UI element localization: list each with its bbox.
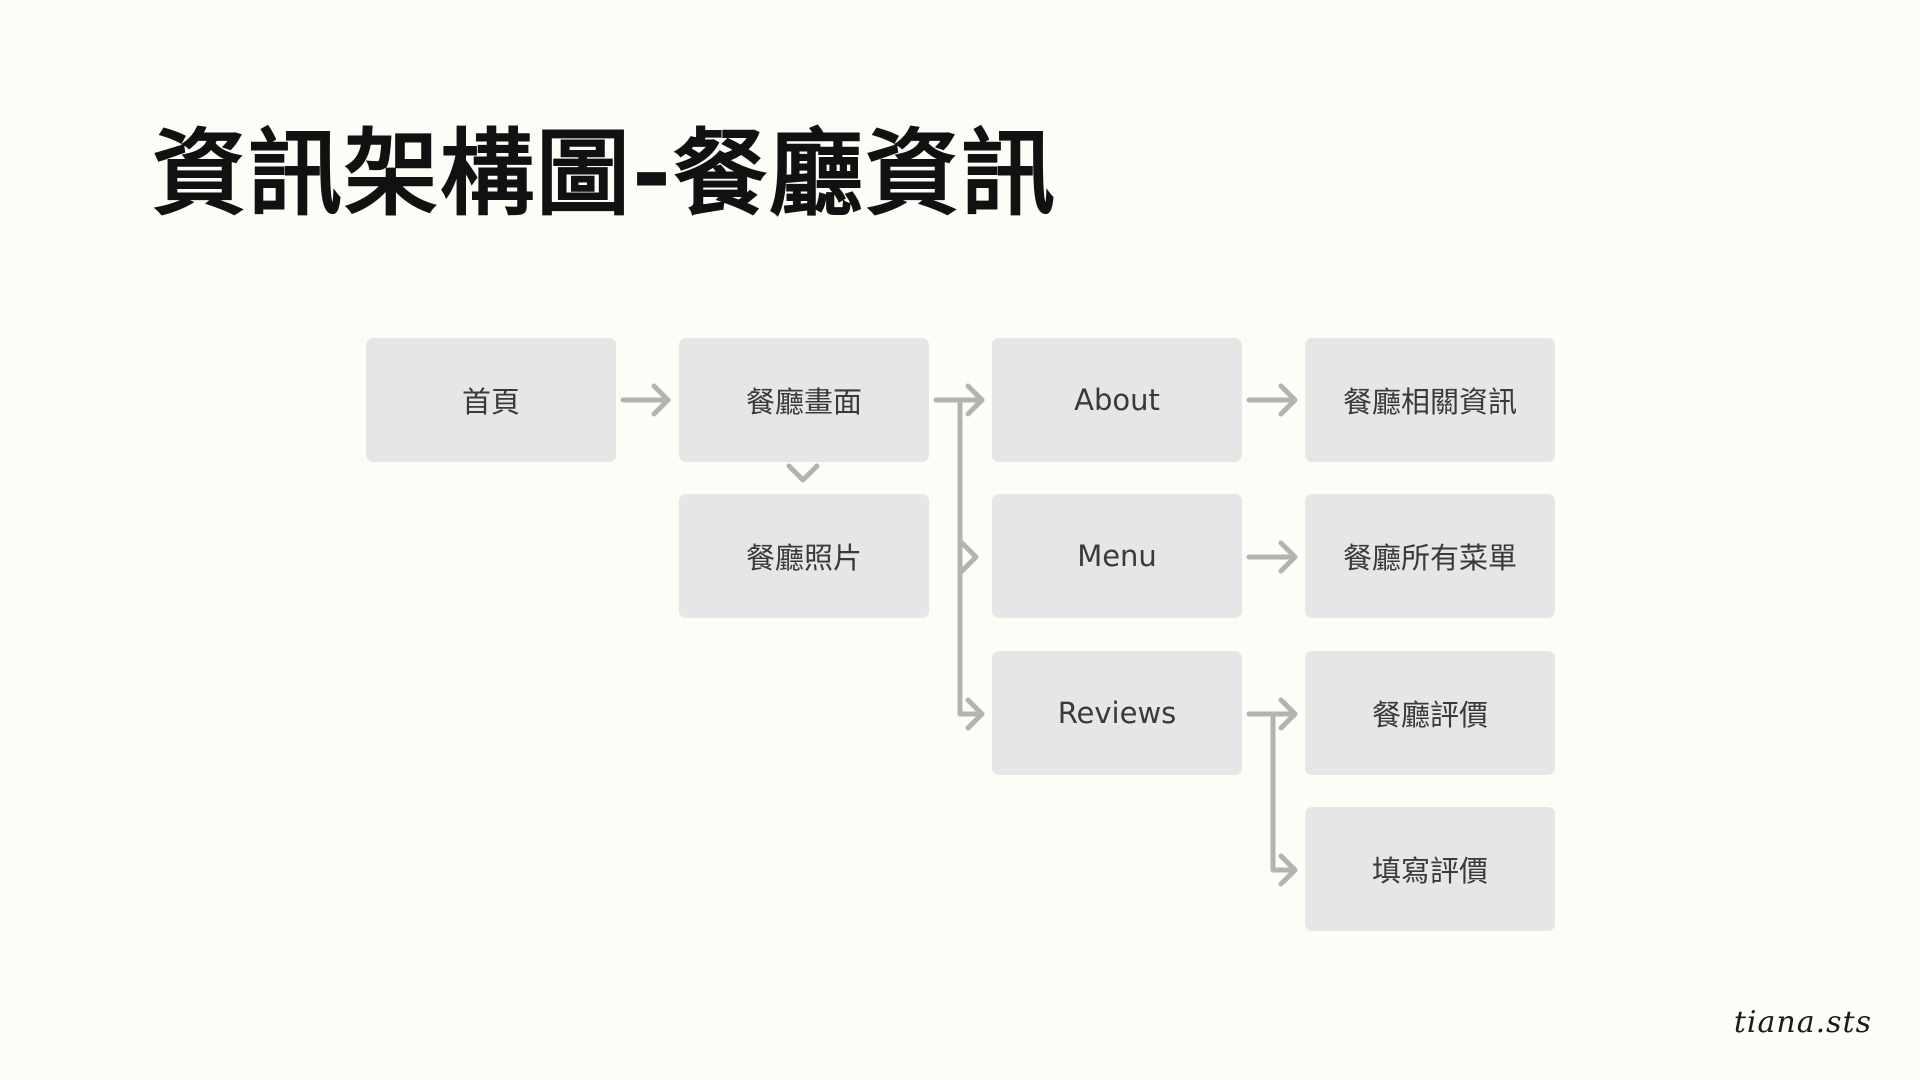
node-restaurant-reviews: 餐廳評價 <box>1305 651 1555 775</box>
node-home: 首頁 <box>366 338 616 462</box>
arrowhead-write-review <box>1278 853 1298 887</box>
author-signature: tiana.sts <box>1733 1005 1872 1040</box>
node-write-review: 填寫評價 <box>1305 807 1555 931</box>
arrowhead-about <box>965 383 985 417</box>
arrow-menu-to-all-menus <box>1246 540 1298 574</box>
node-restaurant-photos: 餐廳照片 <box>679 494 929 618</box>
arrowhead-restaurant-reviews <box>1278 697 1298 731</box>
node-restaurant-page: 餐廳畫面 <box>679 338 929 462</box>
page-title: 資訊架構圖-餐廳資訊 <box>152 120 1058 229</box>
arrowhead-reviews <box>965 697 985 731</box>
arrowhead-menu <box>959 540 979 574</box>
arrow-home-to-restaurant-page <box>620 383 671 417</box>
arrow-restaurant-page-to-photos <box>786 463 820 483</box>
node-all-menus: 餐廳所有菜單 <box>1305 494 1555 618</box>
branch-reviews-to-review-pages <box>1246 711 1298 873</box>
arrow-about-to-info <box>1246 383 1298 417</box>
node-reviews: Reviews <box>992 651 1242 775</box>
node-restaurant-info: 餐廳相關資訊 <box>1305 338 1555 462</box>
node-menu: Menu <box>992 494 1242 618</box>
branch-restaurant-page-to-sections <box>933 397 985 717</box>
node-about: About <box>992 338 1242 462</box>
